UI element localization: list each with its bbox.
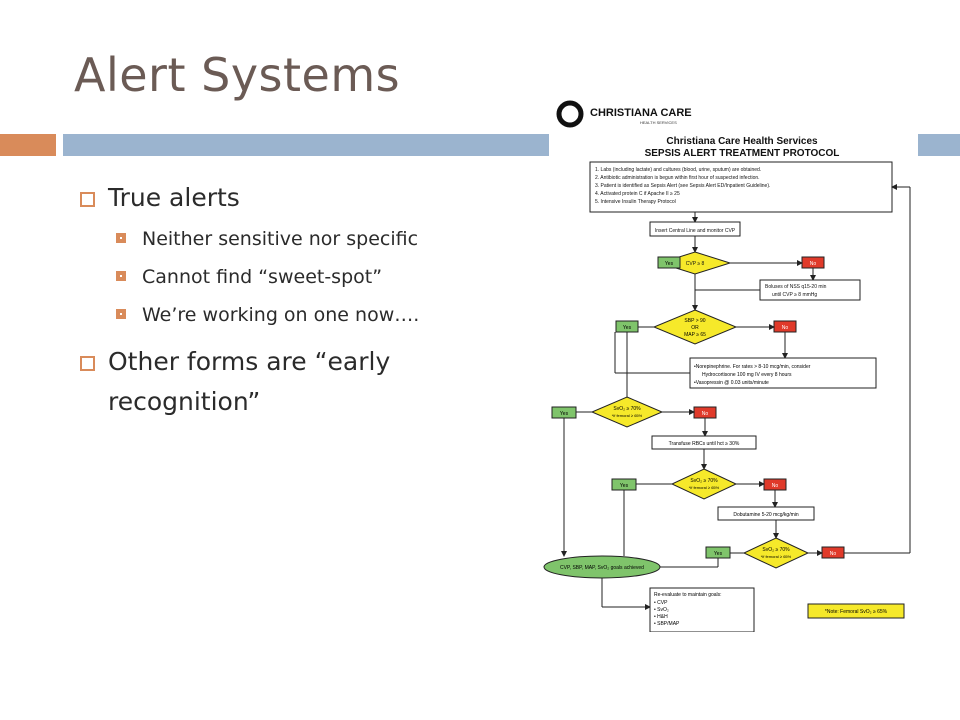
sub-bullet-text: Neither sensitive nor specific (142, 228, 419, 250)
square-bullet-icon (116, 271, 126, 281)
svo2-diamond-1 (590, 396, 664, 428)
sub-bullet-text: Cannot find “sweet-spot” (142, 266, 383, 288)
svo2-subtext-3: *if femoral ≥ 65% (761, 554, 792, 559)
hollow-square-bullet-icon (80, 192, 95, 207)
central-line-text: Insert Central Line and monitor CVP (655, 228, 736, 234)
org-name: Christiana Care Health Services (666, 136, 818, 147)
transfuse-text: Transfuse RBCs until hct ≥ 30% (669, 441, 740, 447)
yes-box (657, 256, 681, 269)
no-label: No (772, 483, 779, 489)
no-label: No (810, 261, 817, 267)
yes-label: Yes (620, 483, 629, 489)
hollow-square-bullet-icon (80, 356, 95, 371)
bullet-other-forms: Other forms are “early recognition” (76, 342, 436, 422)
svo2-diamond-3 (742, 537, 810, 569)
dobutamine-box (717, 506, 815, 521)
bolus-text-1: Boluses of NSS q15-20 min (765, 284, 827, 290)
reeval-item: • SvO₂ (654, 607, 669, 613)
femoral-note-text: *Note: Femoral SvO₂ ≥ 65% (825, 609, 888, 615)
reeval-title: Re-evaluate to maintain goals: (654, 592, 722, 598)
reeval-item: • CVP (654, 600, 668, 606)
pressor-text-2: Hydrocortisone 100 mg IV every 8 hours (702, 372, 792, 378)
step-2: 2. Antibiotic administration is begun wi… (595, 175, 760, 181)
no-label: No (782, 325, 789, 331)
accent-bar-blue-right (918, 134, 960, 156)
no-label: No (830, 551, 837, 557)
sbp-text-3: MAP ≥ 65 (684, 332, 706, 338)
bullet-text: Other forms are “early recognition” (108, 347, 391, 416)
logo-mark-icon (556, 100, 584, 128)
sbp-text-2: OR (691, 325, 699, 331)
sbp-text-1: SBP > 90 (684, 318, 705, 324)
square-bullet-icon (116, 233, 126, 243)
goals-text: CVP, SBP, MAP, SvO₂ goals achieved (560, 565, 644, 571)
reeval-item: • H&H (654, 614, 668, 620)
accent-bar-orange (0, 134, 56, 156)
sub-bullet-text: We’re working on one now…. (142, 304, 420, 326)
protocol-title: SEPSIS ALERT TREATMENT PROTOCOL (645, 148, 840, 159)
pressor-text-3: •Vasopressin @ 0.03 units/minute (694, 380, 769, 386)
reeval-item: • SBP/MAP (654, 621, 680, 627)
bullet-list: True alerts Neither sensitive nor specif… (76, 172, 436, 422)
sub-bullet: We’re working on one now…. (114, 298, 436, 332)
cvp-text: CVP ≥ 8 (686, 261, 705, 267)
accent-bar-blue (63, 134, 549, 156)
step-5: 5. Intensive Insulin Therapy Protocol (595, 199, 676, 205)
dobutamine-text: Dobutamine 5-20 mcg/kg/min (733, 512, 799, 518)
sepsis-protocol-flowchart: CHRISTIANA CARE HEALTH SERVICES Christia… (540, 92, 920, 633)
yes-label: Yes (623, 325, 632, 331)
step-1: 1. Labs (including lactate) and cultures… (595, 167, 761, 173)
bolus-text-2: until CVP ≥ 8 mmHg (772, 292, 817, 298)
slide-title: Alert Systems (74, 48, 401, 102)
yes-label: Yes (665, 261, 674, 267)
yes-label: Yes (714, 551, 723, 557)
pressor-text-1: •Norepinephrine. For rates > 8-10 mcg/mi… (694, 364, 811, 370)
svo2-diamond-2 (670, 468, 738, 500)
bullet-text: True alerts (108, 183, 240, 212)
sbp-diamond (652, 309, 738, 345)
square-bullet-icon (116, 309, 126, 319)
svo2-subtext-2: *if femoral ≥ 65% (689, 485, 720, 490)
sub-bullet: Cannot find “sweet-spot” (114, 260, 436, 294)
step-3: 3. Patient is identified as Sepsis Alert… (595, 183, 770, 189)
femoral-note-box (807, 603, 905, 619)
logo-subtext: HEALTH SERVICES (640, 120, 677, 125)
svo2-text-3: SvO₂ ≥ 70% (762, 547, 790, 553)
yes-label: Yes (560, 411, 569, 417)
christiana-care-logo: CHRISTIANA CARE HEALTH SERVICES (556, 100, 692, 128)
svo2-subtext-1: *if femoral ≥ 65% (612, 413, 643, 418)
initial-steps-box (589, 161, 893, 213)
reevaluate-box (649, 587, 755, 633)
bullet-true-alerts: True alerts (76, 178, 436, 218)
svo2-text-2: SvO₂ ≥ 70% (690, 478, 718, 484)
no-label: No (702, 411, 709, 417)
sub-bullet: Neither sensitive nor specific (114, 222, 436, 256)
logo-text: CHRISTIANA CARE (590, 107, 692, 119)
step-4: 4. Activated protein C if Apache II ≥ 25 (595, 191, 680, 197)
vasopressor-box (689, 357, 877, 389)
flowchart-svg: CHRISTIANA CARE HEALTH SERVICES Christia… (543, 100, 911, 633)
svo2-text-1: SvO₂ ≥ 70% (613, 406, 641, 412)
